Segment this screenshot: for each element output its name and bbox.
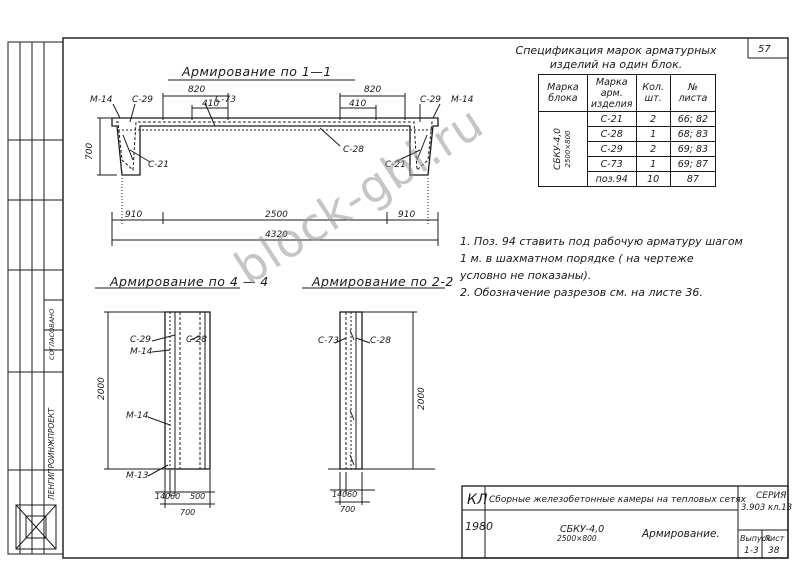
dim-2000-22: 2000 <box>417 387 427 410</box>
spec-row-mark: поз.94 <box>586 171 637 187</box>
spec-header-mark: Марка арм. изделия <box>586 74 637 112</box>
dim-410-right: 410 <box>349 99 366 109</box>
spec-row-sheet: 66; 82 <box>669 111 717 127</box>
tb-kl: КЛ <box>467 492 488 508</box>
section-title-2-2: Армирование по 2-2 <box>312 274 454 289</box>
dim-700-44: 700 <box>180 508 195 517</box>
dim-820-right: 820 <box>364 85 381 95</box>
dim-140-44: 140 <box>155 492 170 501</box>
spec-row-sheet: 68; 83 <box>669 126 717 142</box>
dim-910-right: 910 <box>398 210 415 220</box>
note-2: 2. Обозначение разрезов см. на листе 36. <box>460 286 703 299</box>
spec-row-mark: С-21 <box>586 111 637 127</box>
dim-820-left: 820 <box>188 85 205 95</box>
label-c21-right: С-21 <box>385 160 406 170</box>
spec-row-qty: 10 <box>635 171 671 187</box>
spec-header-sheet: № листа <box>669 74 717 112</box>
section-2-2-drawing <box>328 311 435 505</box>
side-stamp-frame <box>7 41 64 555</box>
spec-row-qty: 2 <box>635 141 671 157</box>
label-c29-right: С-29 <box>420 95 441 105</box>
label-c28-top: С-28 <box>343 145 364 155</box>
dim-2000-44: 2000 <box>97 377 107 400</box>
note-1b: 1 м. в шахматном порядке ( на чертеже <box>460 252 694 265</box>
spec-row-sheet: 69; 83 <box>669 141 717 157</box>
label-m14-left: М-14 <box>90 95 113 105</box>
label-c28-22: С-28 <box>370 336 391 346</box>
spec-block-cell: СБКУ-4,0 2500×800 <box>538 111 588 187</box>
spec-header-block: Марка блока <box>538 74 588 112</box>
title-block-frame <box>461 485 789 559</box>
tb-year: 1980 <box>465 520 493 533</box>
spec-table: Марка блока Марка арм. изделия Кол. шт. … <box>538 74 717 187</box>
tb-block-mark: СБКУ-4,0 <box>560 524 604 535</box>
spec-title-line2: изделий на один блок. <box>549 58 683 71</box>
label-c73-22: С-73 <box>318 336 339 346</box>
label-m14-right: М-14 <box>451 95 474 105</box>
dim-60-22: 60 <box>347 490 357 499</box>
label-c21-left: С-21 <box>148 160 169 170</box>
tb-list-value: 38 <box>768 546 780 556</box>
dim-700-22: 700 <box>340 505 355 514</box>
label-c29-left: С-29 <box>132 95 153 105</box>
spec-row-sheet: 69; 87 <box>669 156 717 172</box>
dim-140-22: 140 <box>332 490 347 499</box>
section-1-1-drawing <box>97 93 441 246</box>
label-c73-top: С-73 <box>215 95 236 105</box>
tb-list-label: Лист <box>763 534 785 543</box>
spec-block-mark: СБКУ-4,0 <box>552 128 563 170</box>
dim-700-vert: 700 <box>85 143 95 160</box>
label-c28-44: С-28 <box>186 335 207 345</box>
section-title-4-4: Армирование по 4 — 4 <box>110 274 269 289</box>
dim-2500: 2500 <box>265 210 288 220</box>
spec-row-mark: С-28 <box>586 126 637 142</box>
spec-row-mark: С-29 <box>586 141 637 157</box>
spec-header-qty: Кол. шт. <box>635 74 671 112</box>
spec-row-mark: С-73 <box>586 156 637 172</box>
dim-4320: 4320 <box>265 230 288 240</box>
dim-500-44: 500 <box>190 492 205 501</box>
label-m13: М-13 <box>126 471 149 481</box>
dim-60-44: 60 <box>170 492 180 501</box>
tb-vypusk-label: Выпуск <box>740 534 771 543</box>
dim-410-left: 410 <box>202 99 219 109</box>
tb-project: Сборные железобетонные камеры на тепловы… <box>489 495 747 505</box>
tb-vypusk-value: 1-3 <box>744 546 759 556</box>
spec-row-sheet: 87 <box>669 171 717 187</box>
label-m14-44b: М-14 <box>126 411 149 421</box>
tb-seria-value: 3.903 кл.13 <box>741 503 792 513</box>
spec-row-qty: 1 <box>635 156 671 172</box>
spec-block-size: 2500×800 <box>563 130 572 168</box>
section-4-4-drawing <box>104 311 215 508</box>
sheet-number: 57 <box>758 44 771 55</box>
spec-title: Спецификация марок арматурных изделий на… <box>505 44 727 72</box>
label-c29-44: С-29 <box>130 335 151 345</box>
spec-title-line1: Спецификация марок арматурных <box>515 44 717 57</box>
side-soglasovano: СОГЛАСОВАНО <box>48 309 56 360</box>
label-m14-44a: М-14 <box>130 347 153 357</box>
note-1a: 1. Поз. 94 ставить под рабочую арматуру … <box>460 235 743 248</box>
tb-seria-label: СЕРИЯ <box>756 491 786 501</box>
spec-row-qty: 2 <box>635 111 671 127</box>
tb-drawing-name: Армирование. <box>641 528 720 540</box>
tb-block-size: 2500×800 <box>557 534 597 543</box>
section-title-1-1: Армирование по 1—1 <box>182 64 332 79</box>
spec-row-qty: 1 <box>635 126 671 142</box>
notes-block: 1. Поз. 94 ставить под рабочую арматуру … <box>460 233 743 301</box>
side-org: ЛЕНГИПРОИНЖПРОЕКТ <box>47 407 56 501</box>
dim-910-left: 910 <box>125 210 142 220</box>
note-1c: условно не показаны). <box>460 269 592 282</box>
